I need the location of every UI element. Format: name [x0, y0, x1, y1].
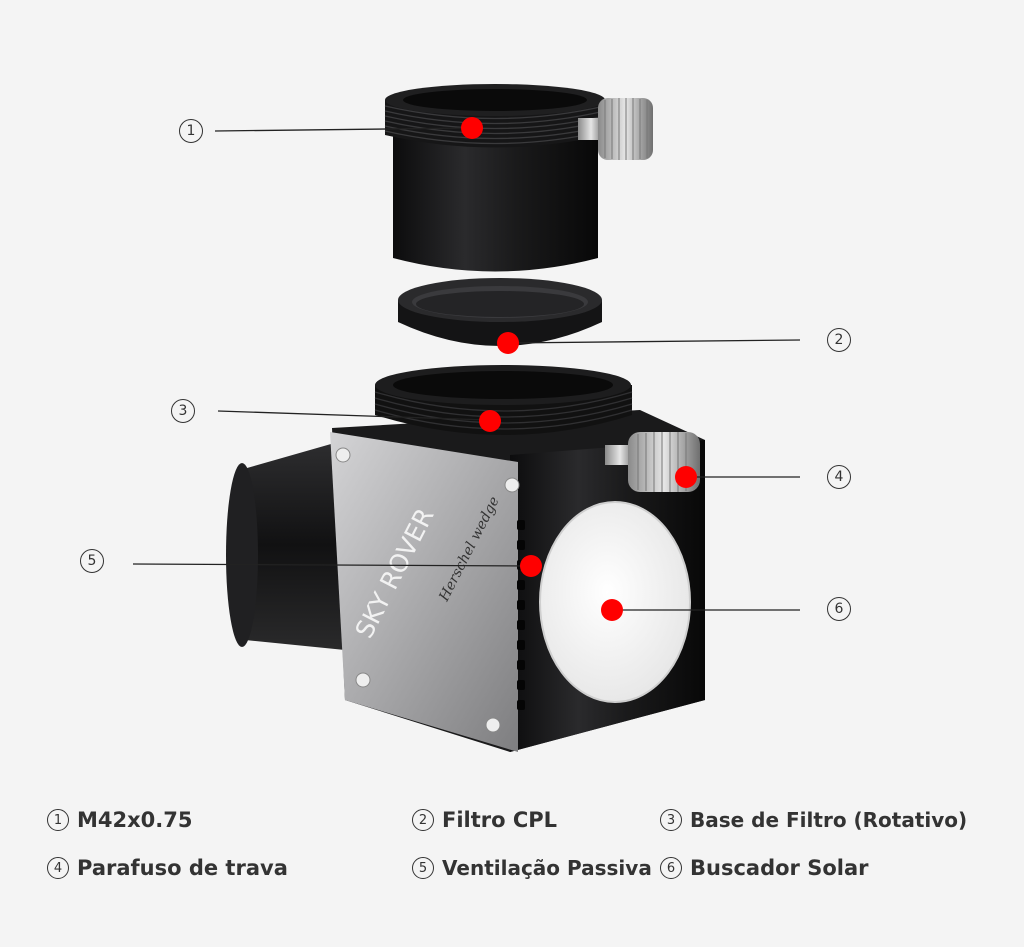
marker-5: [520, 555, 542, 577]
legend-badge: 5: [412, 857, 434, 879]
legend-label: Base de Filtro (Rotativo): [690, 808, 968, 832]
legend-label: Buscador Solar: [690, 856, 869, 880]
legend-badge: 4: [47, 857, 69, 879]
m42-adapter: [384, 84, 653, 272]
filter-base-ring: [374, 365, 633, 435]
marker-1: [461, 117, 483, 139]
legend-item-4: 4 Parafuso de trava: [47, 856, 288, 880]
legend-item-1: 1 M42x0.75: [47, 808, 192, 832]
legend-label: Parafuso de trava: [77, 856, 288, 880]
callout-4: 4: [827, 465, 851, 489]
legend-label: M42x0.75: [77, 808, 193, 832]
legend-badge: 6: [660, 857, 682, 879]
callout-6: 6: [827, 597, 851, 621]
marker-2: [497, 332, 519, 354]
callout-2: 2: [827, 328, 851, 352]
ventilation-slots: [517, 520, 525, 710]
silver-side-plate: SKY ROVER Herschel wedge: [330, 432, 520, 752]
callout-3: 3: [171, 399, 195, 423]
cpl-filter: [398, 278, 602, 346]
thumbscrew-top: [598, 98, 653, 160]
legend-label: Ventilação Passiva: [442, 856, 652, 880]
legend-badge: 1: [47, 809, 69, 831]
marker-6: [601, 599, 623, 621]
legend-badge: 2: [412, 809, 434, 831]
side-tube: [226, 440, 345, 650]
marker-3: [479, 410, 501, 432]
leader-lines: [132, 127, 801, 611]
legend-label: Filtro CPL: [442, 808, 558, 832]
marker-4: [675, 466, 697, 488]
callout-1: 1: [179, 119, 203, 143]
legend-item-3: 3 Base de Filtro (Rotativo): [660, 808, 967, 832]
callout-5: 5: [80, 549, 104, 573]
legend-badge: 3: [660, 809, 682, 831]
legend-item-5: 5 Ventilação Passiva: [412, 856, 652, 880]
legend-item-2: 2 Filtro CPL: [412, 808, 557, 832]
red-markers: [461, 117, 697, 621]
legend-item-6: 6 Buscador Solar: [660, 856, 868, 880]
